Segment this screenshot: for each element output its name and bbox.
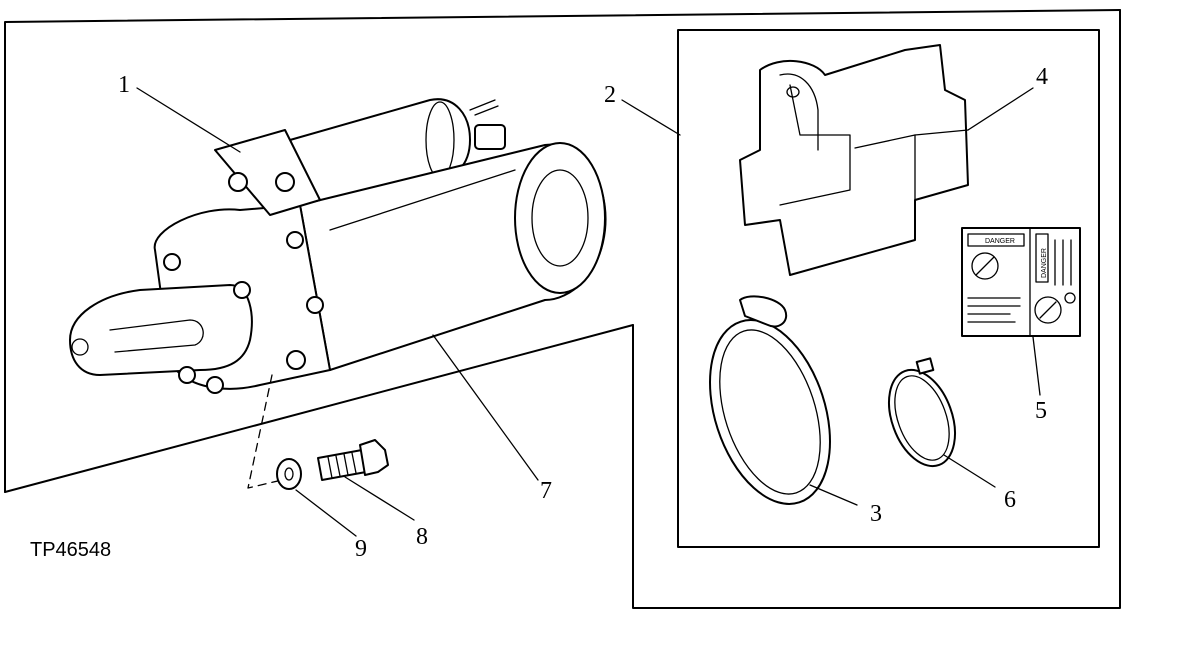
kit-box [677,29,1100,548]
starter-motor [69,98,607,394]
large-hose-clamp [709,295,831,505]
callout-2: 2 [604,82,616,108]
leader-lines [136,87,1041,537]
bolt [317,439,389,481]
callout-labels: 1 2 3 4 5 6 7 8 9 [118,64,1048,562]
mount-alignment-line [247,374,283,489]
callout-3: 3 [870,501,882,527]
decal-left-header: DANGER [985,238,1015,245]
callout-8: 8 [416,524,428,550]
small-hose-clamp [888,357,956,468]
heat-shield [739,44,969,276]
decal-right-header: DANGER [1041,248,1048,278]
callout-9: 9 [355,536,367,562]
figure-id: TP46548 [30,539,111,561]
callout-1: 1 [118,72,130,98]
callout-4: 4 [1036,64,1048,90]
background-frame [4,9,1121,609]
callout-5: 5 [1035,398,1047,424]
callout-7: 7 [540,478,552,504]
safety-decal: DANGER DANGER [961,227,1081,337]
washer [276,458,302,490]
callout-6: 6 [1004,487,1016,513]
